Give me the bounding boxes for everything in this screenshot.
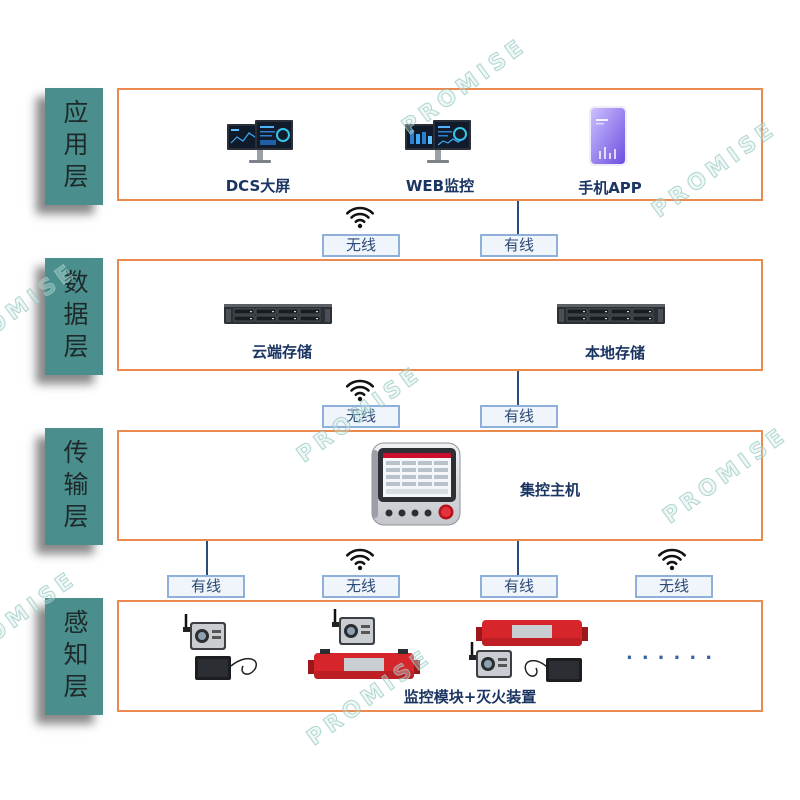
wired-connection-line	[517, 371, 519, 405]
cloud-server-icon	[224, 304, 332, 324]
link-label-wireless: 无线	[322, 234, 400, 257]
wired-connection-line	[206, 541, 208, 575]
sensor-box-icon	[195, 656, 258, 680]
sensing-devices-label: 监控模块+灭火装置	[403, 688, 537, 706]
layer-tag-text: 应用层	[60, 98, 89, 195]
layer-tag-text: 数据层	[60, 268, 89, 365]
local-server-icon	[557, 304, 665, 324]
web-monitor-icon	[405, 120, 471, 163]
wired-connection-line	[517, 201, 519, 234]
layer-tag-data: 数据层	[45, 258, 103, 375]
wifi-icon	[345, 206, 375, 229]
cloud-storage-label: 云端存储	[251, 343, 312, 361]
wifi-icon	[345, 548, 375, 571]
fire-extinguisher-icon	[308, 649, 420, 679]
monitoring-module-icon	[183, 614, 226, 650]
mobile-app-label: 手机APP	[578, 179, 642, 197]
fire-extinguisher-icon	[476, 620, 588, 646]
wifi-icon	[657, 548, 687, 571]
dcs-screen-label: DCS大屏	[225, 177, 291, 195]
link-label-wireless: 无线	[322, 575, 400, 598]
link-label-wireless: 无线	[635, 575, 713, 598]
local-storage-label: 本地存储	[584, 344, 645, 362]
mobile-phone-icon	[589, 106, 627, 166]
central-controller-icon	[371, 442, 461, 526]
monitoring-module-icon	[469, 642, 512, 678]
layer-tag-application: 应用层	[45, 88, 103, 205]
layer-tag-sensing: 感知层	[45, 598, 103, 715]
link-label-wired: 有线	[480, 575, 558, 598]
dcs-monitor-icon	[227, 120, 293, 163]
wifi-icon	[345, 379, 375, 402]
web-monitor-label: WEB监控	[405, 177, 475, 195]
central-controller-label: 集控主机	[519, 481, 580, 499]
layer-tag-transmission: 传输层	[45, 428, 103, 545]
wired-connection-line	[517, 541, 519, 575]
more-devices-ellipsis: ......	[626, 643, 722, 664]
link-label-wireless: 无线	[322, 405, 400, 428]
layer-tag-text: 感知层	[60, 608, 89, 705]
layer-tag-text: 传输层	[60, 438, 89, 535]
sensor-box-icon	[524, 658, 582, 682]
link-label-wired: 有线	[167, 575, 245, 598]
monitoring-module-icon	[332, 609, 375, 645]
link-label-wired: 有线	[480, 234, 558, 257]
link-label-wired: 有线	[480, 405, 558, 428]
